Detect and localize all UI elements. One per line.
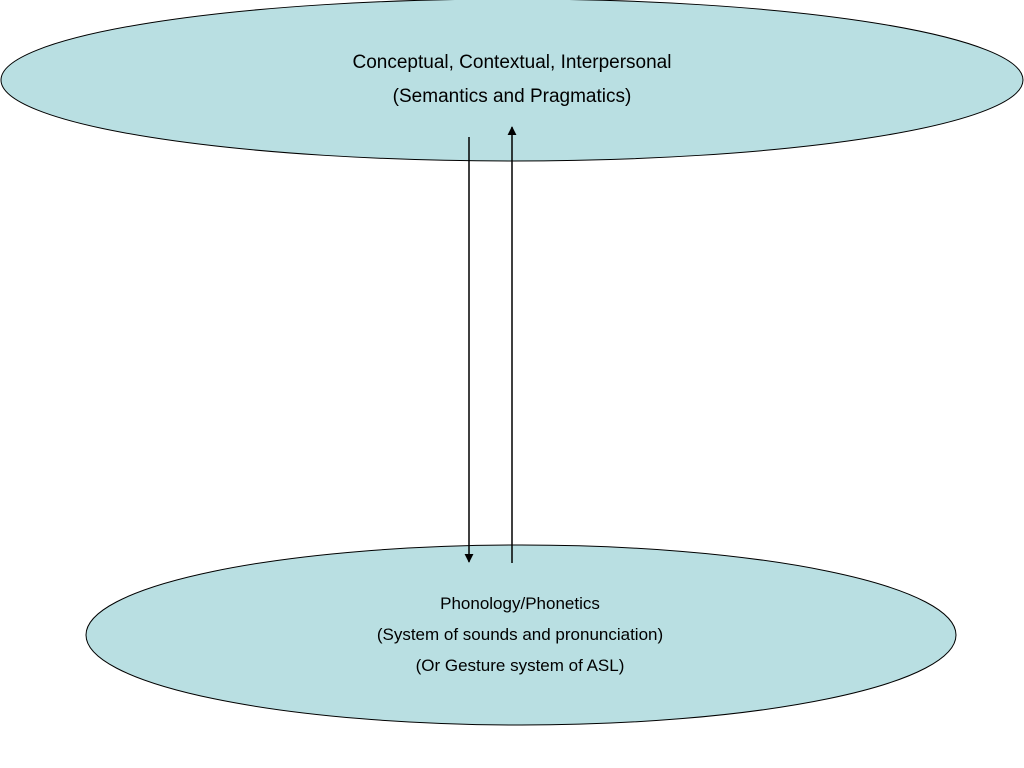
bottom-node-subtitle: (System of sounds and pronunciation) xyxy=(376,625,664,644)
bottom-ellipse xyxy=(85,544,957,726)
top-node-title: Conceptual, Contextual, Interpersonal xyxy=(352,52,672,73)
bottom-node-label: Phonology/Phonetics (System of sounds an… xyxy=(270,588,770,681)
bottom-node-note: (Or Gesture system of ASL) xyxy=(415,656,625,675)
top-node-subtitle: (Semantics and Pragmatics) xyxy=(392,86,632,107)
bottom-node-title: Phonology/Phonetics xyxy=(440,594,600,613)
top-node-label: Conceptual, Contextual, Interpersonal (S… xyxy=(262,46,762,114)
